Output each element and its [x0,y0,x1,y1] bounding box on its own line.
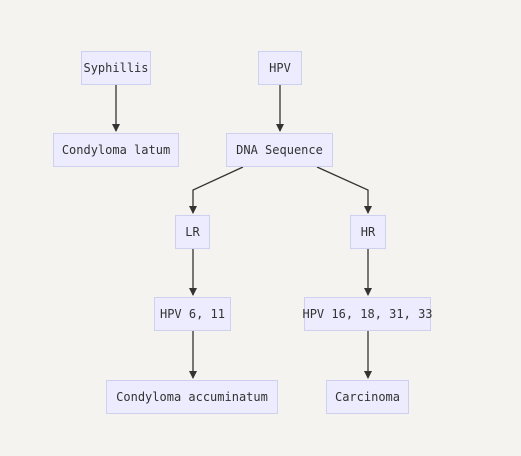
node-syphilis: Syphillis [81,51,151,85]
node-condyloma-latum: Condyloma latum [53,133,179,167]
node-lr: LR [175,215,210,249]
node-hpv: HPV [258,51,302,85]
node-dna-sequence: DNA Sequence [226,133,333,167]
edge-dna-sequence-to-hr [316,166,372,214]
node-condyloma-accuminatum: Condyloma accuminatum [106,380,278,414]
node-hpv-6-11: HPV 6, 11 [154,297,231,331]
node-hr: HR [350,215,386,249]
edge-dna-sequence-to-lr [189,166,244,214]
node-hpv-16-18-31-33: HPV 16, 18, 31, 33 [302,297,433,331]
node-carcinoma: Carcinoma [326,380,409,414]
